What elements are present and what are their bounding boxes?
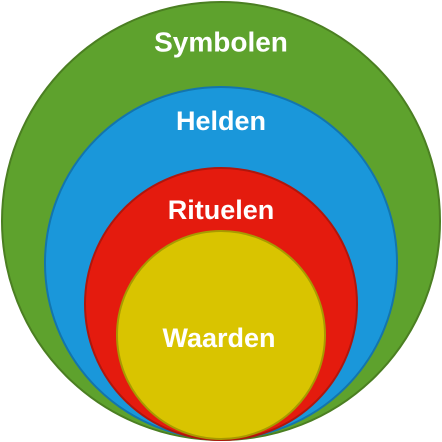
layer-circle-waarden xyxy=(116,230,326,440)
layer-label-helden: Helden xyxy=(176,106,266,136)
layer-label-symbolen: Symbolen xyxy=(154,26,288,57)
layer-label-rituelen: Rituelen xyxy=(168,195,275,225)
layer-label-waarden: Waarden xyxy=(162,323,275,353)
